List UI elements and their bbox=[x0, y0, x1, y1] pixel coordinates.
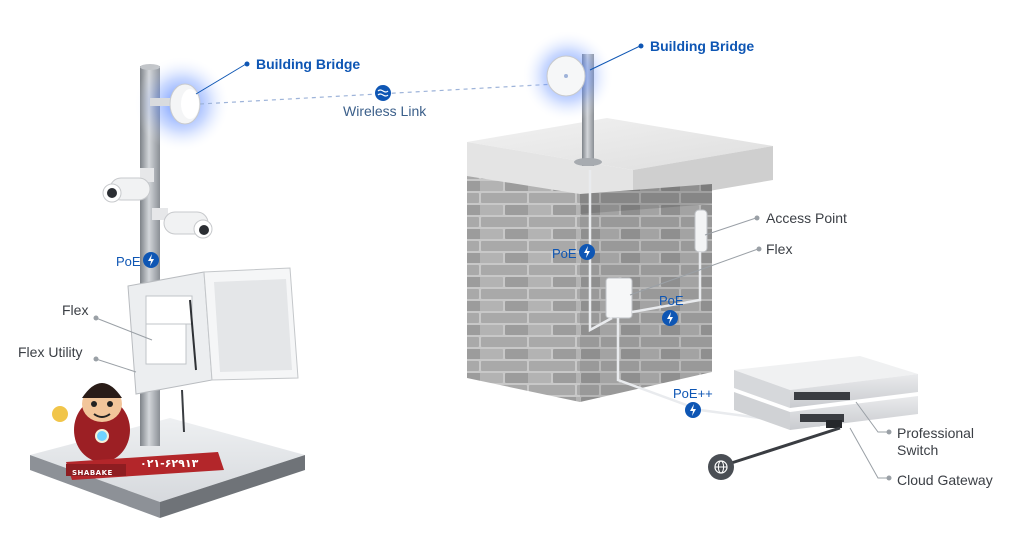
leader-dot-professional-switch bbox=[886, 429, 892, 435]
watermark-brand: SHABAKE bbox=[72, 469, 113, 477]
label-cloud-gateway: Cloud Gateway bbox=[897, 472, 993, 488]
lightning-bolt-glyph bbox=[667, 312, 673, 324]
label-poe-wall-lower: PoE bbox=[659, 293, 684, 308]
watermark-phone: ۰۲۱-۶۲۹۱۳ bbox=[140, 457, 199, 470]
label-flex-utility: Flex Utility bbox=[18, 344, 83, 360]
building-bridge-right-led bbox=[564, 74, 568, 78]
mast-base bbox=[574, 158, 602, 166]
label-access-point: Access Point bbox=[766, 210, 847, 226]
leader-dot-bridge-right bbox=[638, 43, 644, 49]
ground-slab-side bbox=[160, 455, 305, 518]
leader-flex-right bbox=[629, 248, 759, 296]
leader-bridge-right bbox=[589, 45, 641, 71]
professional-switch-device bbox=[734, 356, 918, 408]
leader-dot-flex-utility bbox=[93, 356, 99, 362]
internet-cable bbox=[721, 426, 841, 468]
cloud-gateway-device bbox=[734, 392, 918, 430]
leader-professional-switch bbox=[855, 401, 888, 433]
flex-utility-enclosure bbox=[127, 267, 299, 433]
label-building-bridge-left: Building Bridge bbox=[256, 56, 361, 72]
roof-front bbox=[467, 142, 633, 204]
leader-flex-left bbox=[95, 317, 153, 341]
leader-dot-flex-left bbox=[93, 315, 99, 321]
label-professional-switch-line2: Switch bbox=[897, 442, 939, 458]
leader-flex-utility bbox=[95, 358, 137, 373]
label-professional-switch-line1: Professional bbox=[897, 425, 975, 441]
building-bridge-left-face bbox=[181, 89, 199, 119]
leader-lines bbox=[93, 43, 892, 481]
cable-bridge-to-flex bbox=[588, 170, 613, 333]
access-point-device bbox=[694, 209, 708, 253]
lightning-bolt-glyph bbox=[690, 404, 696, 416]
label-flex-right: Flex bbox=[766, 241, 793, 257]
pole-scene bbox=[30, 56, 305, 518]
label-wireless-link: Wireless Link bbox=[343, 103, 427, 119]
lightning-bolt-glyph bbox=[584, 246, 590, 258]
cable-ap-to-flex bbox=[631, 252, 702, 314]
bridge-left-bracket bbox=[150, 98, 174, 106]
ground-slab-front bbox=[30, 455, 160, 518]
poe-bolt-badges bbox=[143, 244, 701, 418]
camera-lower bbox=[152, 208, 213, 239]
label-flex-left: Flex bbox=[62, 302, 89, 318]
roof-top bbox=[467, 118, 773, 170]
watermark-logo bbox=[52, 383, 224, 480]
leader-access-point bbox=[704, 217, 757, 236]
leader-cloud-gateway bbox=[849, 427, 888, 479]
building-scene bbox=[467, 30, 918, 480]
wall-shade bbox=[580, 184, 712, 214]
leader-bridge-left bbox=[195, 63, 247, 95]
lightning-bolt-glyph bbox=[148, 254, 154, 266]
flex-switch-device bbox=[605, 277, 633, 319]
leader-dot-access-point bbox=[754, 215, 760, 221]
leader-dot-bridge-left bbox=[244, 61, 250, 67]
label-poe-wall-upper: PoE bbox=[552, 246, 577, 261]
leader-dot-flex-right bbox=[756, 246, 762, 252]
brick-wall-side bbox=[580, 184, 712, 402]
brick-wall-front bbox=[467, 176, 580, 402]
label-poe-pole: PoE bbox=[116, 254, 141, 269]
wireless-wave-icon bbox=[375, 85, 391, 101]
camera-upper bbox=[102, 168, 154, 203]
leader-dot-cloud-gateway bbox=[886, 475, 892, 481]
label-professional-switch: Professional Switch bbox=[897, 425, 1007, 459]
wireless-wave-glyph bbox=[377, 89, 389, 97]
label-poe-plus-plus: PoE++ bbox=[673, 386, 713, 401]
label-building-bridge-right: Building Bridge bbox=[650, 38, 755, 54]
